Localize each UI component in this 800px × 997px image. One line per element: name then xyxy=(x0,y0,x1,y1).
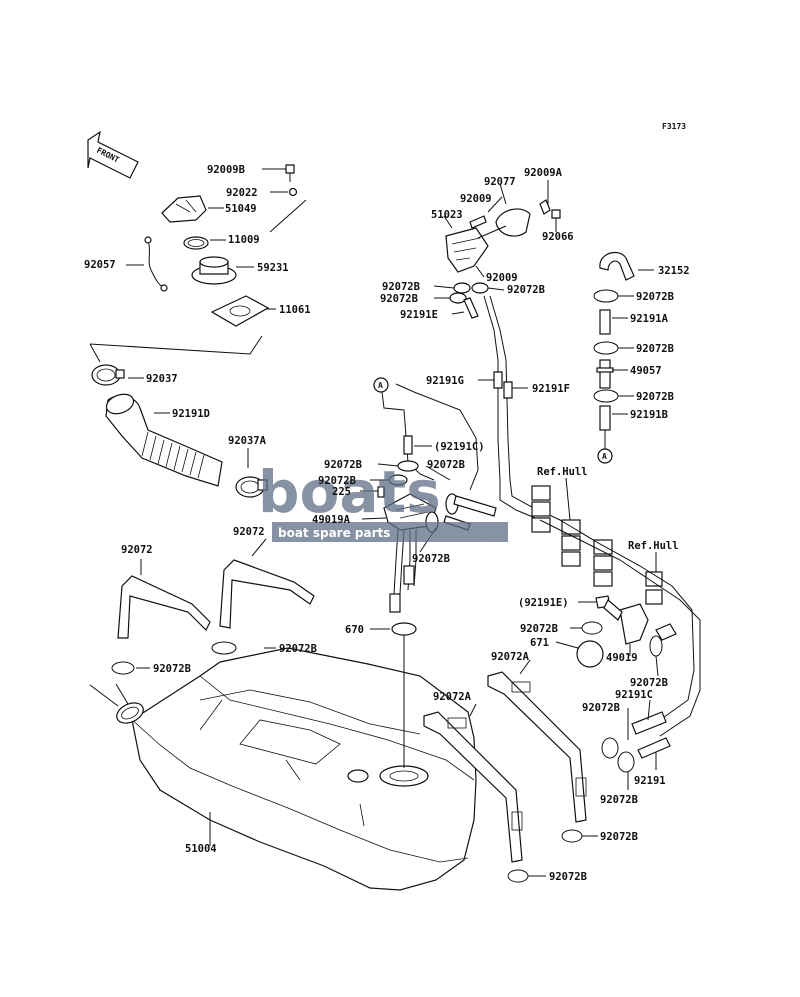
label-92072B-left: 92072B xyxy=(279,643,317,655)
label-92066: 92066 xyxy=(542,231,574,243)
label-671: 671 xyxy=(530,637,549,649)
label-92072-a: 92072 xyxy=(233,526,265,538)
label-92072B-lr2: 92072B xyxy=(582,702,620,714)
label-92191G: 92191G xyxy=(426,375,464,387)
label-92072B-m1: 92072B xyxy=(324,459,362,471)
label-11061: 11061 xyxy=(279,304,311,316)
right-fuel-line-parts xyxy=(593,251,654,431)
front-arrow-icon: FRONT xyxy=(87,130,139,179)
callout-a-right: A xyxy=(597,430,613,464)
label-92072B-left2: 92072B xyxy=(153,663,191,675)
label-92072A-2: 92072A xyxy=(433,691,472,703)
label-92009B: 92009B xyxy=(207,164,245,176)
label-92009A: 92009A xyxy=(524,167,563,179)
label-92191E-paren: (92191E) xyxy=(518,597,569,609)
label-51004: 51004 xyxy=(185,843,217,855)
hull-brackets xyxy=(531,477,701,737)
label-92072B-r2: 92072B xyxy=(636,343,674,355)
hose-clamp-92037A xyxy=(235,448,268,498)
hose-clamp-92037 xyxy=(91,364,144,386)
label-11009: 11009 xyxy=(228,234,260,246)
label-92072B-m2: 92072B xyxy=(427,459,465,471)
label-49057: 49057 xyxy=(630,365,662,377)
label-49019: 49019 xyxy=(606,652,638,664)
watermark: boats boat spare parts .gr xyxy=(258,458,508,542)
callout-a-upper: A xyxy=(373,377,389,393)
label-92191F: 92191F xyxy=(532,383,570,395)
label-92072B-m4: 92072B xyxy=(412,553,450,565)
label-92191C-paren: (92191C) xyxy=(434,441,485,453)
label-92057: 92057 xyxy=(84,259,116,271)
label-49019A: 49019A xyxy=(312,514,351,526)
label-92072B-r3: 92072B xyxy=(636,391,674,403)
label-92037: 92037 xyxy=(146,373,178,385)
lower-right-tubes xyxy=(507,699,671,883)
tank-strap-left xyxy=(117,538,315,639)
label-92191D: 92191D xyxy=(172,408,210,420)
filler-cap-group xyxy=(89,164,307,363)
label-92077: 92077 xyxy=(484,176,516,188)
fuel-filter-49019 xyxy=(555,595,677,677)
label-92191: 92191 xyxy=(634,775,666,787)
label-92072-b: 92072 xyxy=(121,544,153,556)
clip-92072B-left xyxy=(111,641,276,675)
label-92191A: 92191A xyxy=(630,313,669,325)
label-225: 225 xyxy=(332,486,351,498)
tank-strap-right xyxy=(423,659,587,863)
label-92009-b: 92009 xyxy=(486,272,518,284)
label-51049: 51049 xyxy=(225,203,257,215)
part-labels: 92009B 92022 51049 11009 92057 59231 110… xyxy=(84,164,690,883)
filler-hose-92191D xyxy=(105,393,223,487)
label-92072B-lr3: 92072B xyxy=(600,794,638,806)
svg-text:A: A xyxy=(602,452,607,461)
label-92072B-c3: 92072B xyxy=(507,284,545,296)
label-92072B-671: 92072B xyxy=(520,623,558,635)
label-92191E: 92191E xyxy=(400,309,438,321)
svg-text:A: A xyxy=(378,381,383,390)
label-92191C: 92191C xyxy=(615,689,653,701)
oring-670 xyxy=(370,622,417,768)
label-92072B-b1: 92072B xyxy=(600,831,638,843)
figure-code: F3173 xyxy=(662,122,686,131)
label-59231: 59231 xyxy=(257,262,289,274)
label-670: 670 xyxy=(345,624,364,636)
watermark-small-text: boat spare parts xyxy=(278,526,390,540)
label-92072B-lr1: 92072B xyxy=(630,677,668,689)
label-92072B-r1: 92072B xyxy=(636,291,674,303)
fuel-tank-51004 xyxy=(89,647,477,891)
label-92072B-b2: 92072B xyxy=(549,871,587,883)
label-ref-hull-1: Ref.Hull xyxy=(537,466,588,478)
label-32152: 32152 xyxy=(658,265,690,277)
label-92072B-c2: 92072B xyxy=(380,293,418,305)
label-92009-a: 92009 xyxy=(460,193,492,205)
label-ref-hull-2: Ref.Hull xyxy=(628,540,679,552)
watermark-big-text: boats xyxy=(258,458,441,526)
label-92072A-1: 92072A xyxy=(491,651,530,663)
label-92037A: 92037A xyxy=(228,435,267,447)
label-92022: 92022 xyxy=(226,187,258,199)
label-92072B-c1: 92072B xyxy=(382,281,420,293)
label-51023: 51023 xyxy=(431,209,463,221)
label-92191B: 92191B xyxy=(630,409,668,421)
label-92072B-m3: 92072B xyxy=(318,475,356,487)
watermark-suffix: .gr xyxy=(476,521,502,540)
